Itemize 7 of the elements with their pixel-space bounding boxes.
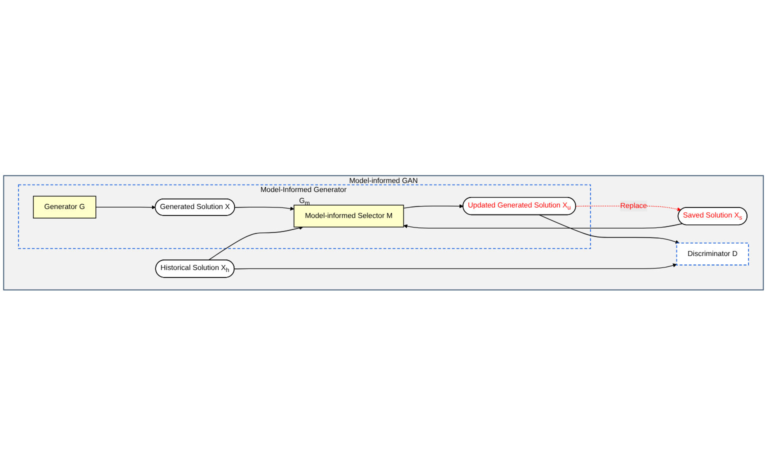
arrow bbox=[208, 226, 304, 260]
arrow bbox=[539, 214, 680, 244]
arrow bbox=[96, 205, 156, 210]
arrow bbox=[234, 263, 677, 269]
arrow bbox=[234, 206, 294, 210]
arrow bbox=[403, 222, 683, 228]
arrow bbox=[403, 204, 464, 208]
